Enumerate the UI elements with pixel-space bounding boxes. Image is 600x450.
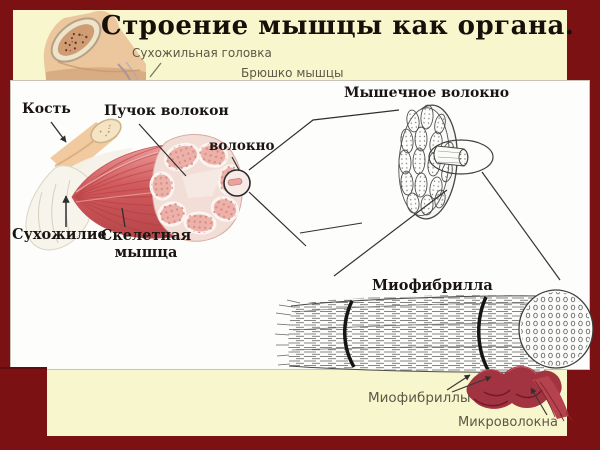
label-myofibrils: Миофибриллы <box>368 390 471 406</box>
myofibrils-arrow-2 <box>451 376 492 393</box>
myofibril-cross-section <box>521 292 591 366</box>
label-skeletal-muscle: Скелетная мышца <box>100 227 192 261</box>
zoom-line-to-myofibril-right <box>481 171 561 281</box>
diagram-leader-lines <box>50 109 400 247</box>
label-myofibril: Миофибрилла <box>372 277 493 294</box>
fiber-zoom-ellipse <box>428 139 494 175</box>
zoom-line-to-myofibril-left <box>333 189 448 277</box>
muscle-fiber-illustration <box>333 104 561 281</box>
frame-corner-block <box>0 367 47 450</box>
label-muscle-belly: Брюшко мышцы <box>241 66 344 80</box>
label-tendon-head: Сухожильная головка <box>132 46 272 60</box>
skeletal-muscle-leader <box>121 207 126 228</box>
label-skeletal-muscle-line1: Скелетная <box>100 227 192 244</box>
zoom-bracket-upper <box>248 109 400 171</box>
zoom-bracket-lower-2 <box>299 222 363 234</box>
bone-cut-face <box>50 17 102 63</box>
zoom-bracket-lower <box>248 191 307 247</box>
bottom-label-arrows <box>446 374 548 416</box>
microfiber-illustration <box>466 365 573 422</box>
bone-arrow <box>50 121 67 143</box>
myofibrils-arrow-1 <box>446 374 471 391</box>
label-bone: Кость <box>22 101 71 117</box>
fiber-bundle-leader <box>138 123 187 177</box>
label-microfibers: Микроволокна <box>458 415 558 430</box>
label-tendon: Сухожилие <box>12 226 107 243</box>
z-band-2 <box>477 296 490 371</box>
microfibers-arrow <box>530 387 548 416</box>
label-muscle-fiber: Мышечное волокно <box>344 85 510 101</box>
muscle-tendon <box>25 165 93 251</box>
label-skeletal-muscle-line2: мышца <box>114 244 178 261</box>
z-band-1 <box>343 300 356 368</box>
bone-photo-illustration <box>43 10 146 80</box>
tendon-head-leader-line <box>149 62 162 78</box>
label-fiber-bundle: Пучок волокон <box>104 103 229 119</box>
myofibril-illustration <box>274 289 594 373</box>
label-fiber: волокно <box>209 138 275 154</box>
fiber-leader <box>231 156 240 171</box>
slide-title: Строение мышцы как органа. <box>101 11 575 41</box>
muscle-illustration <box>25 118 251 251</box>
